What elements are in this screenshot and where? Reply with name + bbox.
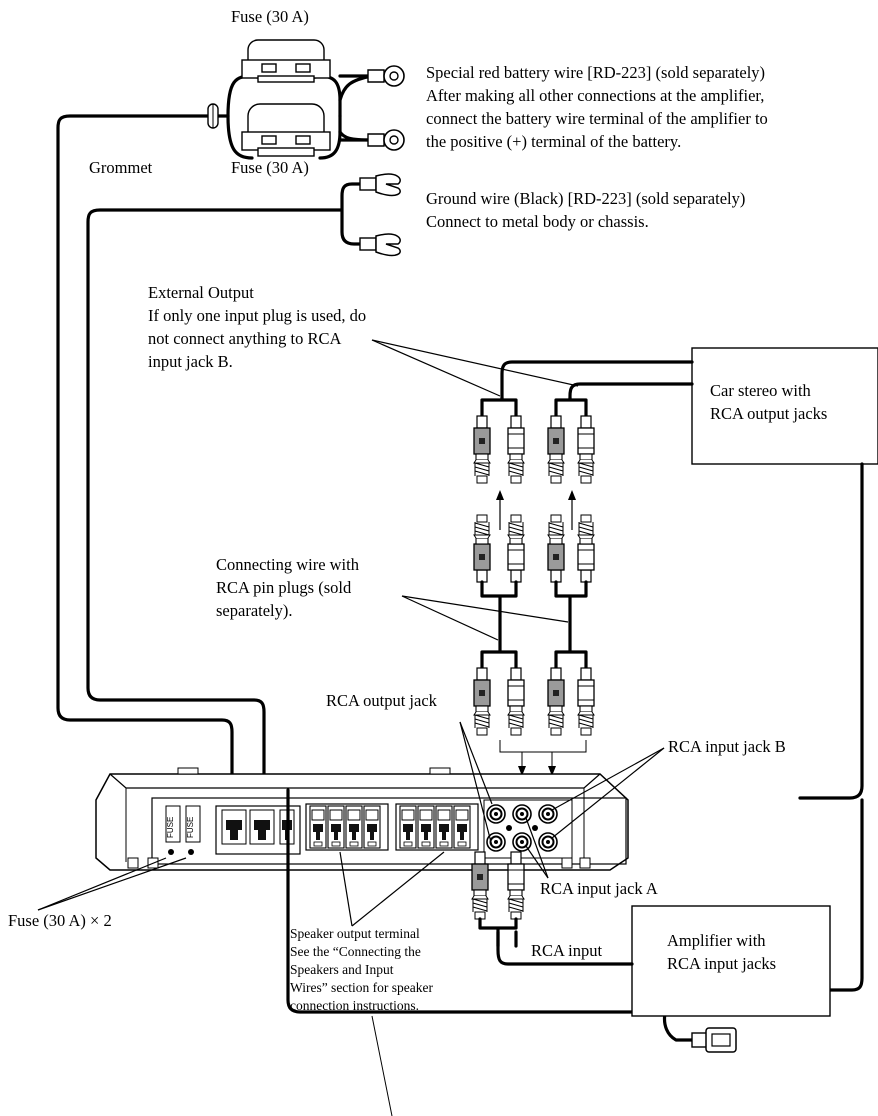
rca-plug-top-4 (577, 415, 595, 484)
connecting-wire-label-line3: separately). (216, 601, 293, 620)
fuse-slot-label-2: FUSE (186, 817, 195, 838)
ground-wire-label-line1: Ground wire (Black) [RD-223] (sold separ… (426, 189, 745, 208)
fuse-slot-label-1: FUSE (166, 817, 175, 838)
connecting-wire-label-line1: Connecting wire with (216, 555, 360, 574)
rca-plug-mid-1 (473, 514, 491, 583)
rca-plug-low-2 (507, 667, 525, 736)
rca-input-label: RCA input (531, 941, 602, 960)
fuse-holder-bottom (226, 103, 342, 160)
fuse-holder-top (226, 39, 342, 118)
battery-wire-label-line4: the positive (+) terminal of the battery… (426, 132, 681, 151)
rca-input-jack-a-label: RCA input jack A (540, 879, 658, 898)
external-output-label-line4: input jack B. (148, 352, 233, 371)
grommet (207, 103, 219, 129)
rca-output-jack-top (486, 804, 506, 824)
ground-spade-terminal-bottom (359, 233, 401, 257)
power-connector-spare (691, 1027, 737, 1053)
fuse-bottom-label: Fuse (30 A) (231, 158, 309, 177)
rca-plug-mid-2 (507, 514, 525, 583)
rca-plug-mid-4 (577, 514, 595, 583)
battery-ring-terminal-top (367, 65, 405, 87)
leader-lines (37, 339, 665, 927)
speaker-output-label-line4: Wires” section for speaker (290, 980, 434, 995)
rca-plug-top-2 (507, 415, 525, 484)
connect-arrows-upper (496, 490, 576, 530)
speaker-output-label-line2: See the “Connecting the (290, 944, 421, 959)
fuse-top-label: Fuse (30 A) (231, 7, 309, 26)
battery-wire (56, 114, 234, 812)
external-output-label-line3: not connect anything to RCA (148, 329, 341, 348)
rca-plug-low-4 (577, 667, 595, 736)
battery-ring-terminal-bottom (367, 129, 405, 151)
speaker-output-label-line1: Speaker output terminal (290, 926, 420, 941)
rca-plug-top-1 (473, 415, 491, 484)
speaker-output-label-line3: Speakers and Input (290, 962, 394, 977)
connecting-wire-label-line2: RCA pin plugs (sold (216, 578, 352, 597)
rca-input-jack-b-top (538, 804, 558, 824)
battery-wire-label-line1: Special red battery wire [RD-223] (sold … (426, 63, 765, 82)
car-stereo-box (691, 347, 878, 465)
ground-wire (86, 182, 364, 812)
rca-output-jack-label: RCA output jack (326, 691, 438, 710)
speaker-output-label-line5: connection instructions. (290, 998, 419, 1013)
rca-input-jack-b-label: RCA input jack B (668, 737, 786, 756)
car-stereo-label-line1: Car stereo with (710, 381, 812, 400)
amplifier-label-line1: Amplifier with (667, 931, 766, 950)
rca-plug-mid-3 (547, 514, 565, 583)
rca-plug-low-3 (547, 667, 565, 736)
grommet-label: Grommet (89, 158, 153, 177)
amplifier-label-line2: RCA input jacks (667, 954, 776, 973)
external-output-label-line2: If only one input plug is used, do (148, 306, 366, 325)
ground-wire-label-line2: Connect to metal body or chassis. (426, 212, 649, 231)
battery-wire-label-line3: connect the battery wire terminal of the… (426, 109, 768, 128)
ground-spade-terminal-top (359, 173, 401, 197)
external-output-label-line1: External Output (148, 283, 254, 302)
battery-wire-label-line2: After making all other connections at th… (426, 86, 764, 105)
car-stereo-label-line2: RCA output jacks (710, 404, 827, 423)
fuse-x2-label: Fuse (30 A) × 2 (8, 911, 112, 930)
connect-arrows-lower (499, 740, 587, 776)
external-amplifier-box (631, 905, 831, 1017)
rca-input-jack-a-top (512, 804, 532, 824)
amplifier-unit (95, 767, 629, 871)
rca-plug-top-3 (547, 415, 565, 484)
rca-plug-low-1 (473, 667, 491, 736)
